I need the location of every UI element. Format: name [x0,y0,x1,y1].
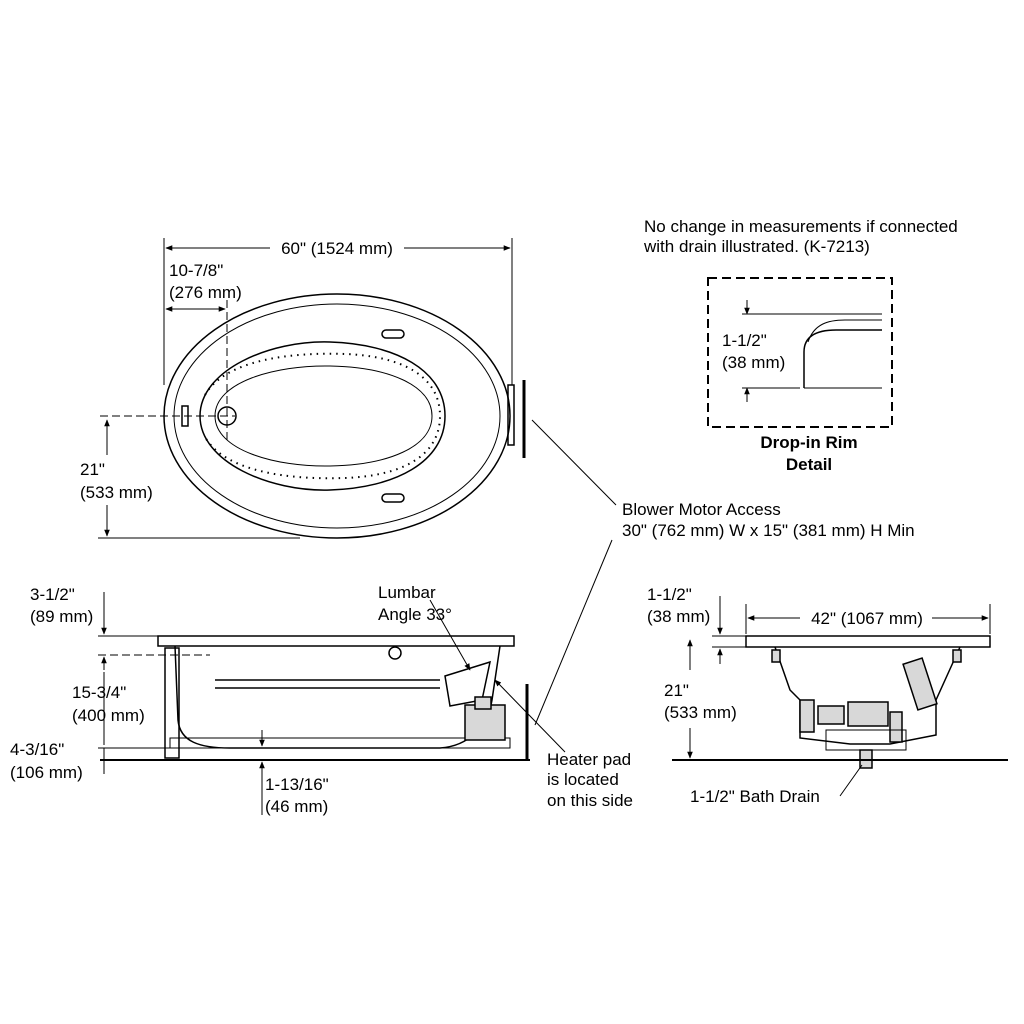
side-pump [464,696,506,741]
tub-floor [214,365,433,467]
detail-note-line2: with drain illustrated. (K-7213) [643,237,870,256]
side-base-frame [169,737,511,749]
detail-title-line1: Drop-in Rim [760,433,857,452]
detail-box [707,277,893,428]
side-depth-mm: (400 mm) [72,706,145,725]
end-width: 42" (1067 mm) [811,609,923,628]
handle-bottom [381,493,405,503]
detail-rim-mm: (38 mm) [722,353,785,372]
end-rim-mm: (38 mm) [647,607,710,626]
lumbar-leader [429,599,471,671]
detail-rim-in: 1-1/2" [722,331,767,350]
side-rim-mm: (89 mm) [30,607,93,626]
overall-length-label: 60" (1524 mm) [281,239,393,258]
detail-rim-inner [807,319,882,343]
blower-line1: Blower Motor Access [622,500,781,519]
detail-title-line2: Detail [786,455,832,474]
drain-offset-mm: (276 mm) [169,283,242,302]
width-in: 21" [80,460,105,479]
side-base-in: 4-3/16" [10,740,64,759]
blower-line2: 30" (762 mm) W x 15" (381 mm) H Min [622,521,915,540]
air-jets-ring [204,352,442,480]
end-shell [774,646,961,745]
heater-line2: is located [547,770,619,789]
side-view: 3-1/2" (89 mm) Lumbar Angle 33° 15-3/4" … [10,583,633,816]
side-rim-in: 3-1/2" [30,585,75,604]
detail-rim-profile [803,329,882,388]
lumbar-line2: Angle 33° [378,605,452,624]
side-left-leg [164,647,180,759]
blower-leader-top [531,419,617,506]
side-shell [174,645,501,749]
blower-motor-note: Blower Motor Access 30" (762 mm) W x 15"… [531,419,915,726]
side-depth-in: 15-3/4" [72,683,126,702]
end-fitting-right [952,649,962,663]
top-view: 60" (1524 mm) 10-7/8" (276 mm) 21" (533 … [80,238,526,539]
heater-line1: Heater pad [547,750,631,769]
end-height-in: 21" [664,681,689,700]
drain-offset-in: 10-7/8" [169,261,223,280]
end-pump-assembly [799,657,938,751]
drop-in-rim-detail: No change in measurements if connected w… [643,217,958,474]
heater-leader [494,679,566,753]
blower-leader-side [534,539,613,726]
end-drain-leader [839,764,863,797]
end-height-mm: (533 mm) [664,703,737,722]
width-mm: (533 mm) [80,483,153,502]
side-drain-in: 1-13/16" [265,775,329,794]
handle-top [381,329,405,339]
end-drain-label: 1-1/2" Bath Drain [690,787,820,806]
side-base-mm: (106 mm) [10,763,83,782]
side-jet [388,646,402,660]
side-drain-mm: (46 mm) [265,797,328,816]
end-view: 42" (1067 mm) 1-1/2" (38 mm) 21" (533 mm… [647,585,1008,806]
lumbar-line1: Lumbar [378,583,436,602]
detail-note-line1: No change in measurements if connected [644,217,958,236]
end-fitting-left [771,649,781,663]
end-rim [745,635,991,648]
side-rim [157,635,515,647]
heater-line3: on this side [547,791,633,810]
tub-basin [199,341,446,491]
end-rim-in: 1-1/2" [647,585,692,604]
side-control [507,384,515,446]
